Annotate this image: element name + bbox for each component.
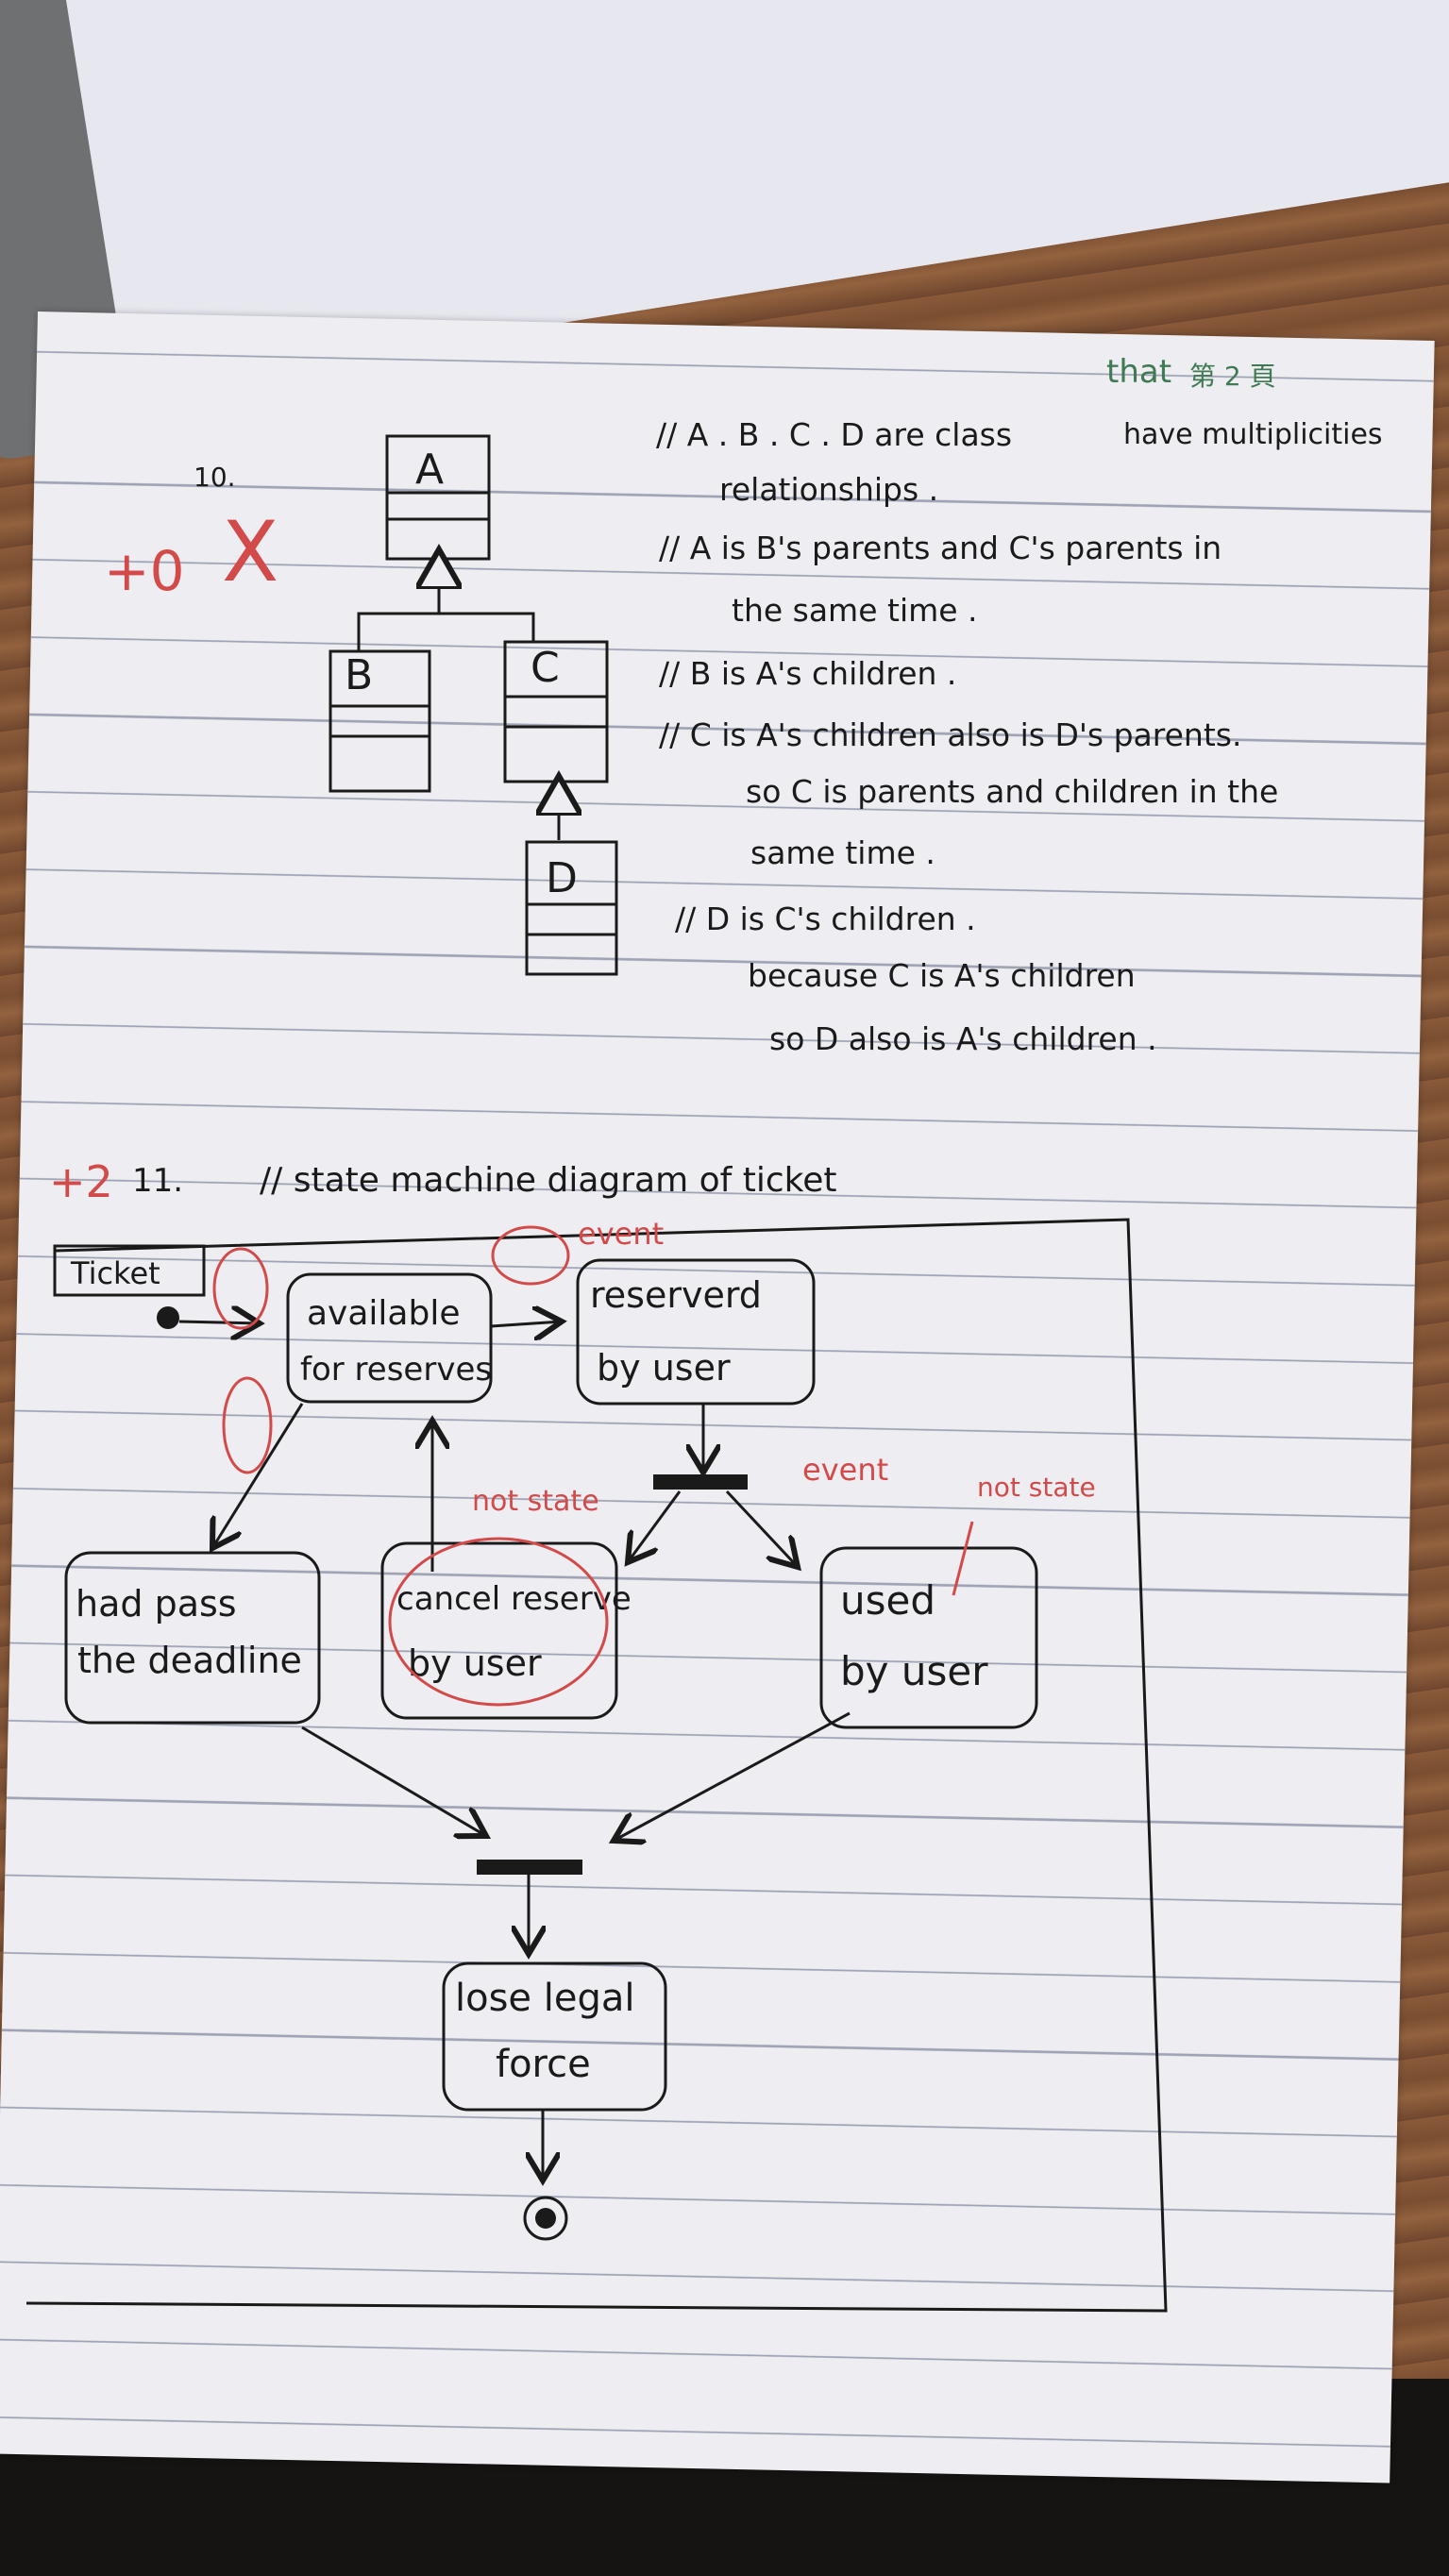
- state-lose: [442, 1961, 667, 2112]
- answer-line: have multiplicities: [1123, 418, 1383, 451]
- note-event-right: event: [802, 1452, 888, 1488]
- state-deadline-line1: had pass: [76, 1583, 237, 1625]
- state-machine-diagram: Ticket available for reserves reserverd …: [25, 1216, 1168, 2313]
- red-circle-mark: [388, 1537, 609, 1707]
- state-cancel: [380, 1541, 618, 1720]
- state-reserved: [576, 1258, 816, 1406]
- state-used-line2: by user: [840, 1648, 988, 1694]
- state-used-line1: used: [840, 1577, 935, 1624]
- state-available: [286, 1272, 493, 1404]
- note-not-state-left: not state: [472, 1485, 599, 1518]
- question-10-wrong-mark: X: [222, 503, 278, 600]
- frame-label: Ticket: [70, 1255, 160, 1291]
- state-available-line2: for reserves: [300, 1351, 492, 1389]
- frame-label-box: [53, 1244, 206, 1297]
- answer-line: relationships .: [719, 471, 938, 508]
- join-bar: [477, 1860, 582, 1875]
- state-deadline-line2: the deadline: [77, 1640, 302, 1681]
- state-reserved-line1: reserverd: [590, 1274, 762, 1316]
- answer-line: // A is B's parents and C's parents in: [659, 530, 1222, 566]
- question-11-grade: +2: [49, 1156, 113, 1207]
- state-used: [819, 1546, 1038, 1729]
- state-lose-line2: force: [496, 2043, 591, 2086]
- state-lose-line1: lose legal: [455, 1977, 635, 2020]
- question-10-number: 10.: [194, 462, 236, 493]
- state-cancel-line1: cancel reserve: [396, 1580, 632, 1618]
- state-deadline: [64, 1551, 321, 1725]
- question-11-title: // state machine diagram of ticket: [260, 1161, 837, 1200]
- class-c-label: C: [531, 644, 560, 692]
- answer-line: // D is C's children .: [675, 901, 976, 937]
- page-number: 第 2 頁: [1189, 361, 1276, 392]
- fork-bar: [653, 1474, 748, 1490]
- diagram-frame: [25, 1218, 1168, 2313]
- question-10-grade: +0: [104, 539, 185, 603]
- red-circle-mark: [222, 1376, 273, 1474]
- answer-line: the same time .: [732, 592, 978, 629]
- answer-line: because C is A's children: [748, 957, 1136, 994]
- answer-line: so D also is A's children .: [769, 1020, 1157, 1057]
- answer-line: same time .: [750, 834, 935, 871]
- red-circle-mark: [212, 1247, 269, 1330]
- answer-line: so C is parents and children in the: [746, 773, 1278, 810]
- state-cancel-line2: by user: [408, 1642, 542, 1684]
- class-box-b: [329, 649, 431, 793]
- answer-line: // B is A's children .: [659, 655, 956, 692]
- state-reserved-line2: by user: [597, 1347, 731, 1389]
- question-11-number: 11.: [132, 1162, 183, 1200]
- answer-line: // C is A's children also is D's parents…: [659, 716, 1241, 753]
- class-b-label: B: [345, 651, 373, 699]
- answer-line: // A . B . C . D are class: [656, 416, 1012, 453]
- class-a-label: A: [415, 446, 444, 494]
- note-event-top: event: [578, 1216, 664, 1252]
- question-10-answer: // A . B . C . D are class have multipli…: [656, 416, 1383, 1057]
- final-state: [523, 2196, 568, 2241]
- note-not-state-right: not state: [977, 1472, 1096, 1503]
- red-circle-mark: [491, 1225, 570, 1286]
- initial-state: [157, 1306, 179, 1329]
- class-box-d: [525, 840, 618, 976]
- class-d-label: D: [546, 854, 578, 902]
- state-available-line1: available: [307, 1294, 461, 1333]
- teacher-insert-that: that: [1106, 353, 1171, 391]
- class-diagram: A B C D: [329, 434, 618, 976]
